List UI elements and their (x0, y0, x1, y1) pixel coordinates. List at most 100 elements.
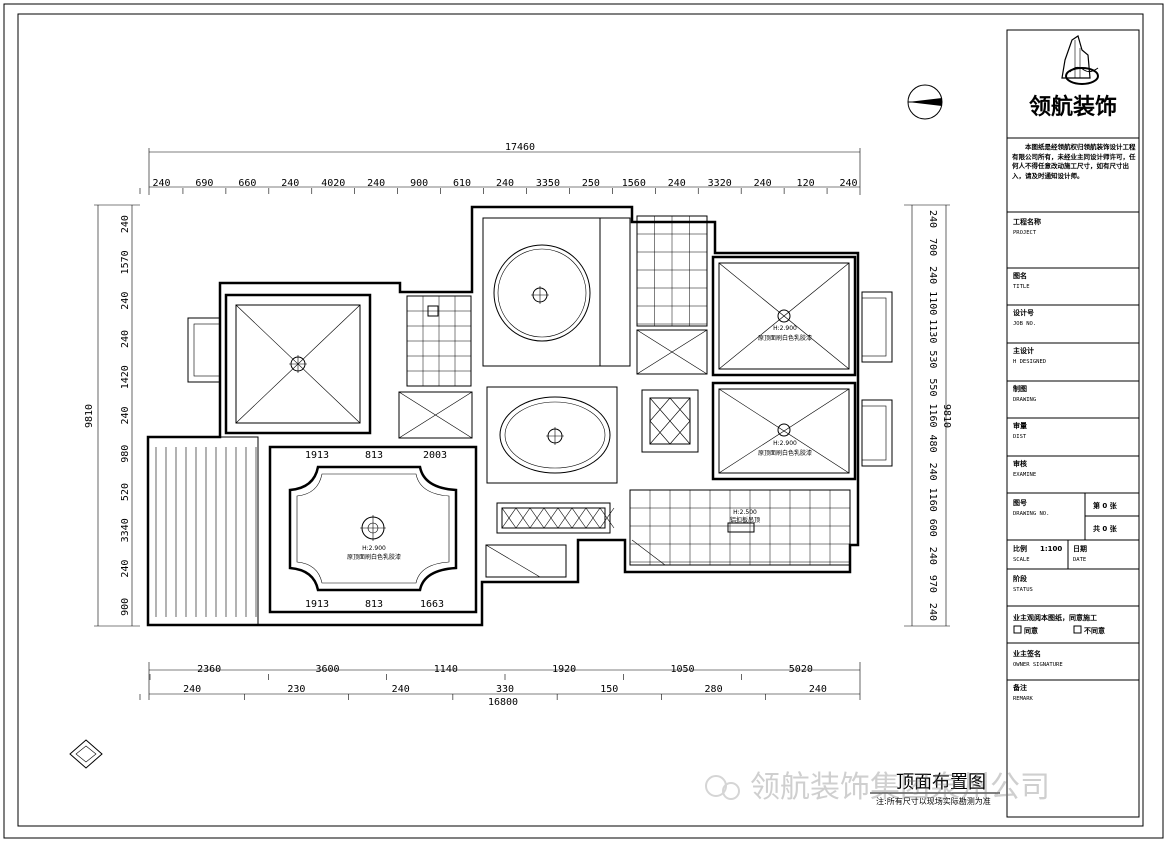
title-label-en: TITLE (1013, 284, 1030, 290)
dim-label: 240 (496, 178, 514, 189)
dim-label: 700 (927, 238, 938, 256)
dim-label: 240 (809, 684, 827, 695)
dim-label: 520 (120, 483, 131, 501)
outer-border (3, 3, 1164, 839)
owner-signature-label: 业主签名 (1013, 649, 1041, 658)
room-dim: 1913 (305, 599, 329, 610)
sheet-total: 共 0 张 (1093, 524, 1118, 533)
job-no-label: 设计号 (1013, 308, 1034, 317)
dim-label: 980 (120, 445, 131, 463)
dim-label: 240 (927, 266, 938, 284)
dim-label: 2360 (197, 664, 221, 675)
watermark: 领航装饰集团泉州公司 (705, 770, 1050, 805)
dim-label: 240 (927, 463, 938, 481)
room-bottom-center (485, 544, 567, 578)
drawn-label-en: DRAWING (1013, 397, 1036, 403)
copyright-notice: 本图纸是经领航权归领航装饰设计工程有限公司所有，未经业主同设计师许可，任何人不得… (1012, 143, 1136, 180)
status-label: 阶段 (1013, 574, 1027, 583)
watermark-text: 领航装饰集团泉州公司 (750, 770, 1050, 805)
dim-label: 1050 (670, 664, 694, 675)
drawing-no-label: 图号 (1013, 498, 1027, 507)
project-label: 工程名称 (1013, 217, 1041, 226)
north-arrow-icon (907, 84, 943, 120)
scale-label: 比例 (1013, 544, 1027, 553)
remark-label: 备注 (1012, 683, 1027, 692)
company-logo: 领航装饰 (1029, 35, 1117, 120)
dim-label: 120 (797, 178, 815, 189)
ceiling-finish-note-b: 铝扣板吊顶 (730, 516, 760, 524)
title-label: 图名 (1013, 271, 1027, 280)
ceiling-light-icon (777, 309, 791, 323)
drawing-no-label-en: DRAWING NO. (1013, 511, 1049, 517)
dim-label: 900 (410, 178, 428, 189)
job-no-label-en: JOB NO. (1013, 321, 1036, 327)
dim-label: 1570 (120, 250, 131, 274)
disagree-label: 不同意 (1084, 626, 1105, 635)
room-diagonal-box (398, 391, 473, 439)
agree-checkbox (1013, 625, 1022, 634)
dim-label: 330 (496, 684, 514, 695)
scale-value: 1:100 (1040, 545, 1062, 553)
dim-label: 5020 (789, 664, 813, 675)
dim-label: 3320 (708, 178, 732, 189)
dim-label: 480 (927, 435, 938, 453)
ceiling-finish-note: 原顶面刷白色乳胶漆 (758, 334, 812, 342)
ceiling-height-note: H:2.900 (773, 325, 797, 332)
dim-label: 1160 (927, 403, 938, 427)
dim-label: 900 (120, 598, 131, 616)
room-dim: 1663 (420, 599, 444, 610)
dim-label: 230 (287, 684, 305, 695)
ceiling-height-note-b: H:2.500 (733, 509, 757, 516)
date-label: 日期 (1073, 544, 1087, 553)
dim-label: 690 (195, 178, 213, 189)
dim-bottom-total: 16800 (488, 697, 518, 708)
dim-label: 240 (839, 178, 857, 189)
room-bottom-right-tiled: H:2.500 铝扣板吊顶 (629, 489, 851, 566)
dim-label: 530 (927, 350, 938, 368)
dim-label: 240 (927, 210, 938, 228)
checked-label: 审量 (1013, 421, 1027, 430)
dim-label: 150 (600, 684, 618, 695)
sheet-number: 第 0 张 (1093, 501, 1118, 510)
dim-label: 600 (927, 519, 938, 537)
approval-text: 业主观阅本图纸，同意施工 (1013, 613, 1097, 622)
dim-label: 240 (120, 406, 131, 424)
room-top-left (187, 293, 372, 435)
dim-label: 1100 (927, 291, 938, 315)
dim-label: 280 (705, 684, 723, 695)
dim-label: 3350 (536, 178, 560, 189)
logo-wordmark: 领航装饰 (1029, 94, 1117, 120)
dim-label: 240 (927, 603, 938, 621)
dim-label: 240 (120, 560, 131, 578)
dim-label: 240 (927, 547, 938, 565)
dim-label: 240 (754, 178, 772, 189)
dim-label: 970 (927, 575, 938, 593)
ceiling-height-note: H:2.900 (362, 545, 386, 552)
dim-label: 240 (120, 215, 131, 233)
room-top-center (482, 217, 631, 367)
dimension-note: 注:所有尺寸以现场实际勘测为准 (876, 796, 991, 806)
designer-label-en: H DESIGNED (1013, 359, 1046, 365)
examine-label-en: EXAMINE (1013, 472, 1036, 478)
room-dim: 813 (365, 599, 383, 610)
dim-label: 240 (183, 684, 201, 695)
dim-label: 1130 (927, 319, 938, 343)
dim-label: 250 (582, 178, 600, 189)
dim-label: 240 (367, 178, 385, 189)
room-dim: 2003 (423, 450, 447, 461)
dim-label: 1420 (120, 365, 131, 389)
project-label-en: PROJECT (1013, 230, 1037, 236)
scale-label-en: SCALE (1013, 557, 1030, 563)
dim-label: 240 (120, 292, 131, 310)
room-center-oval (486, 386, 618, 484)
dim-label: 1140 (434, 664, 458, 675)
room-living: H:2.900 原顶面刷白色乳胶漆 1913 813 2003 1913 813… (268, 445, 478, 614)
ceiling-height-note: H:2.900 (773, 440, 797, 447)
dim-label: 610 (453, 178, 471, 189)
agree-label: 同意 (1024, 626, 1038, 635)
status-label-en: STATUS (1013, 587, 1033, 593)
